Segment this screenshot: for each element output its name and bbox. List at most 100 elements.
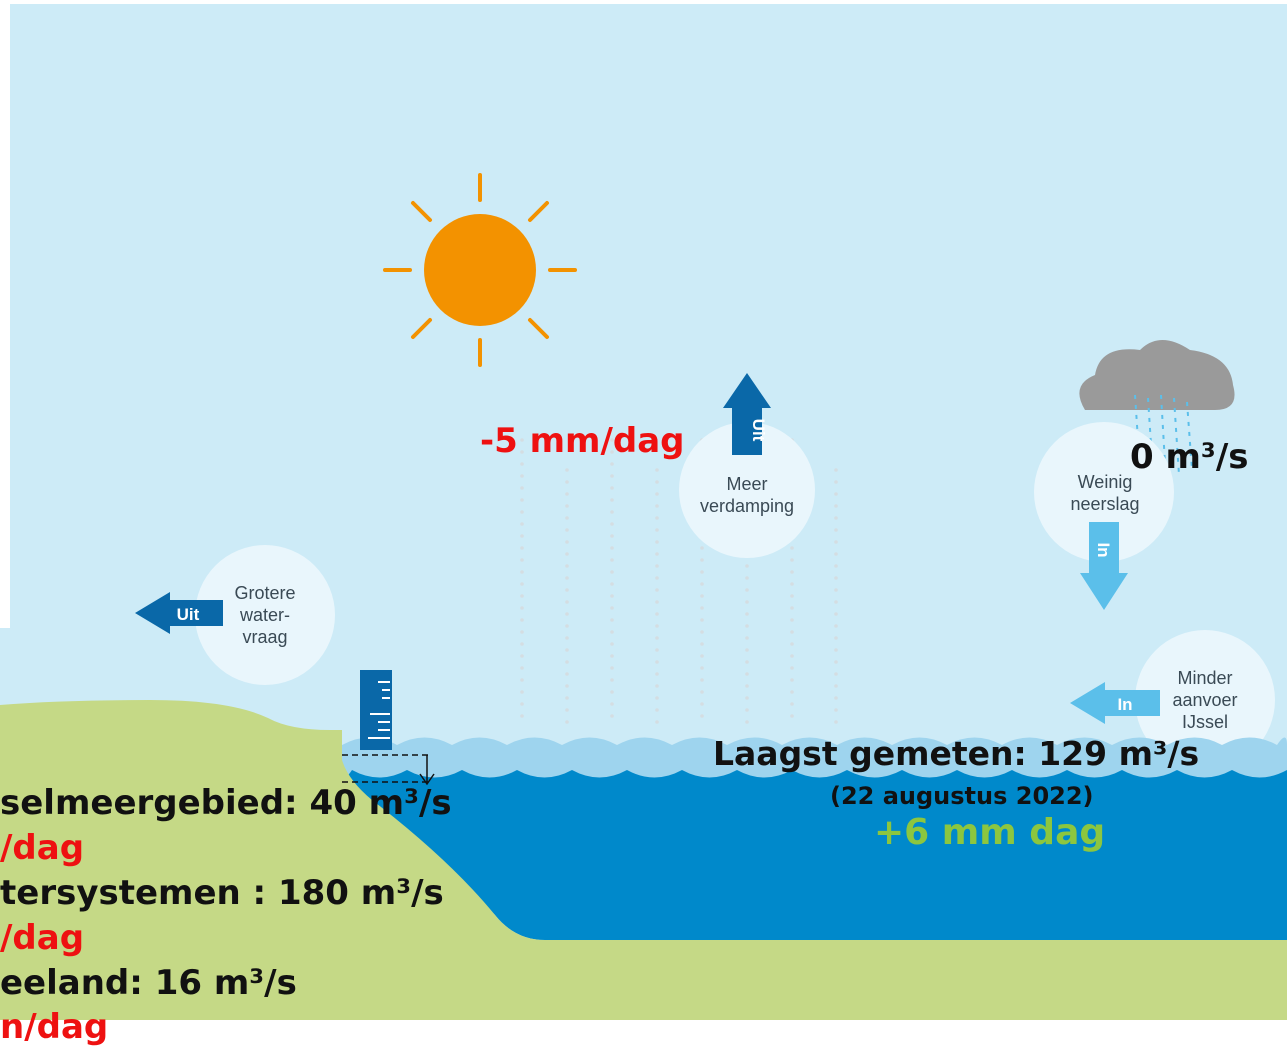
evaporation-dot xyxy=(700,546,704,550)
evaporation-dot xyxy=(700,654,704,658)
evaporation-dot xyxy=(700,630,704,634)
evaporation-dot xyxy=(834,696,838,700)
evaporation-dot xyxy=(655,528,659,532)
evaporation-dot xyxy=(610,630,614,634)
outflow-line-6: n/dag xyxy=(0,1007,109,1047)
ijssel-label: Minder aanvoer IJssel xyxy=(1150,667,1260,733)
evaporation-dot xyxy=(834,492,838,496)
evaporation-dot xyxy=(745,624,749,628)
evaporation-dot xyxy=(520,438,524,442)
evaporation-dot xyxy=(565,624,569,628)
evaporation-dot xyxy=(520,462,524,466)
evaporation-dot xyxy=(610,618,614,622)
svg-text:In: In xyxy=(1117,695,1132,714)
evaporation-dot xyxy=(834,504,838,508)
evaporation-dot xyxy=(565,528,569,532)
evaporation-dot xyxy=(565,492,569,496)
outflow-line-5: eeland: 16 m³/s xyxy=(0,963,297,1003)
evaporation-dot xyxy=(745,672,749,676)
precipitation-label-line2: neerslag xyxy=(1070,494,1140,514)
evaporation-dot xyxy=(834,564,838,568)
evaporation-dot xyxy=(610,558,614,562)
evaporation-dot xyxy=(790,714,794,718)
evaporation-dot xyxy=(565,672,569,676)
evaporation-dot xyxy=(565,636,569,640)
evaporation-dot xyxy=(610,462,614,466)
demand-label: Grotere water- vraag xyxy=(210,582,320,648)
top-margin xyxy=(0,0,1287,4)
evaporation-dot xyxy=(520,522,524,526)
svg-text:In: In xyxy=(1094,542,1113,557)
evaporation-dot xyxy=(745,612,749,616)
evaporation-dot xyxy=(565,516,569,520)
evaporation-dot xyxy=(655,720,659,724)
evaporation-dot xyxy=(565,660,569,664)
evaporation-dot xyxy=(610,522,614,526)
evaporation-dot xyxy=(610,690,614,694)
evaporation-dot xyxy=(610,642,614,646)
evaporation-dot xyxy=(565,504,569,508)
evaporation-dot xyxy=(610,486,614,490)
evaporation-dot xyxy=(834,624,838,628)
evaporation-dot xyxy=(520,618,524,622)
evaporation-dot xyxy=(565,540,569,544)
evaporation-dot xyxy=(655,684,659,688)
evaporation-dot xyxy=(655,672,659,676)
evaporation-dot xyxy=(655,480,659,484)
evaporation-dot xyxy=(834,708,838,712)
evaporation-dot xyxy=(790,618,794,622)
evaporation-dot xyxy=(745,660,749,664)
outflow-line-1: selmeergebied: 40 m³/s xyxy=(0,783,452,823)
evaporation-dot xyxy=(565,708,569,712)
lake-water xyxy=(340,770,1287,940)
precipitation-in-arrow: In xyxy=(1080,522,1128,610)
demand-circle xyxy=(195,545,335,685)
evaporation-dot xyxy=(834,516,838,520)
evaporation-label-line1: Meer xyxy=(726,474,768,494)
precipitation-label: Weinig neerslag xyxy=(1050,471,1160,515)
left-margin xyxy=(0,0,10,628)
evaporation-dot xyxy=(790,654,794,658)
evaporation-dot xyxy=(565,612,569,616)
evaporation-dots xyxy=(520,438,838,724)
evaporation-dot xyxy=(655,564,659,568)
evaporation-dot xyxy=(790,582,794,586)
sun-icon xyxy=(383,173,577,367)
evaporation-dot xyxy=(520,486,524,490)
evaporation-dot xyxy=(520,498,524,502)
evaporation-dot xyxy=(520,630,524,634)
evaporation-dot xyxy=(700,618,704,622)
evaporation-dot xyxy=(834,672,838,676)
evaporation-dot xyxy=(700,678,704,682)
evaporation-dot xyxy=(610,438,614,442)
evaporation-dot xyxy=(565,648,569,652)
outflow-line-2: /dag xyxy=(0,828,85,868)
evaporation-dot xyxy=(610,666,614,670)
evaporation-dot xyxy=(655,660,659,664)
evaporation-dot xyxy=(565,696,569,700)
evaporation-dot xyxy=(834,468,838,472)
evaporation-dot xyxy=(700,570,704,574)
evaporation-dot xyxy=(834,684,838,688)
ijssel-lowest: Laagst gemeten: 129 m³/s xyxy=(713,734,1200,773)
evaporation-dot xyxy=(520,606,524,610)
evaporation-dot xyxy=(700,606,704,610)
evaporation-dot xyxy=(610,570,614,574)
evaporation-dot xyxy=(745,720,749,724)
land-area xyxy=(0,700,1287,1047)
evaporation-dot xyxy=(790,642,794,646)
demand-label-line1: Grotere xyxy=(234,583,296,603)
evaporation-dot xyxy=(745,588,749,592)
evaporation-dot xyxy=(655,552,659,556)
evaporation-dot xyxy=(834,588,838,592)
evaporation-dot xyxy=(745,708,749,712)
water-gauge-icon xyxy=(342,670,435,786)
evaporation-dot xyxy=(745,684,749,688)
evaporation-dot xyxy=(610,510,614,514)
outflow-line-3: tersystemen : 180 m³/s xyxy=(0,873,444,913)
evaporation-dot xyxy=(520,510,524,514)
evaporation-dot xyxy=(790,606,794,610)
evaporation-dot xyxy=(655,540,659,544)
evaporation-dot xyxy=(565,480,569,484)
evaporation-dot xyxy=(520,546,524,550)
